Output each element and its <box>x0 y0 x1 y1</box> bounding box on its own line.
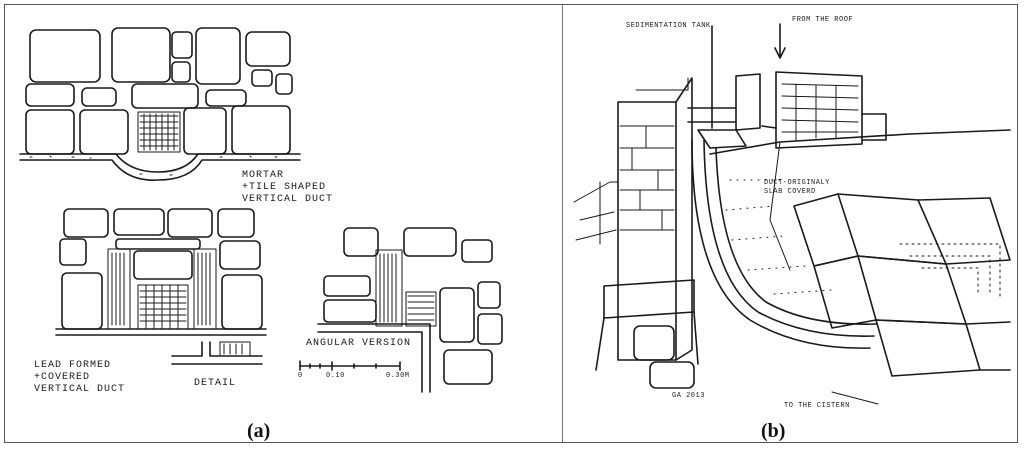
label-duct: DUCT-ORIGINALY SLAB COVERD <box>764 170 830 197</box>
sketch-lead-duct <box>55 208 267 336</box>
scale-label-0: 0 <box>298 372 303 380</box>
label-mortar-line2: +TILE SHAPED <box>242 182 327 193</box>
label-from-roof: FROM THE ROOF <box>792 16 854 24</box>
scale-label-010: 0.10 <box>326 372 345 380</box>
label-to-cistern: TO THE CISTERN <box>784 402 850 410</box>
scale-bar <box>299 360 401 371</box>
label-duct-line1: DUCT-ORIGINALY <box>764 179 830 187</box>
label-lead-line3: VERTICAL DUCT <box>34 384 126 395</box>
label-duct-line2: SLAB COVERD <box>764 188 816 196</box>
label-lead: LEAD FORMED +COVERED VERTICAL DUCT <box>34 348 125 396</box>
panel-divider <box>562 5 563 442</box>
label-angular: ANGULAR VERSION <box>306 338 412 349</box>
label-mortar-line1: MORTAR <box>242 170 285 181</box>
sketch-perspective <box>573 23 1011 405</box>
label-detail: DETAIL <box>194 378 237 389</box>
sketch-angular <box>317 227 503 393</box>
sketch-mortar-duct <box>19 27 301 181</box>
scale-label-030: 0.30M <box>386 372 410 380</box>
label-sedimentation-tank: SEDIMENTATION TANK <box>626 22 711 30</box>
label-lead-line2: +COVERED <box>34 372 91 383</box>
label-mortar-line3: VERTICAL DUCT <box>242 194 334 205</box>
sketch-detail <box>171 341 263 365</box>
panel-label-b: (b) <box>761 420 786 442</box>
label-mortar: MORTAR +TILE SHAPED VERTICAL DUCT <box>242 158 333 206</box>
figure-frame <box>4 4 1018 443</box>
label-signature: GA 2013 <box>672 392 705 400</box>
panel-label-a: (a) <box>247 420 271 442</box>
label-lead-line1: LEAD FORMED <box>34 360 112 371</box>
